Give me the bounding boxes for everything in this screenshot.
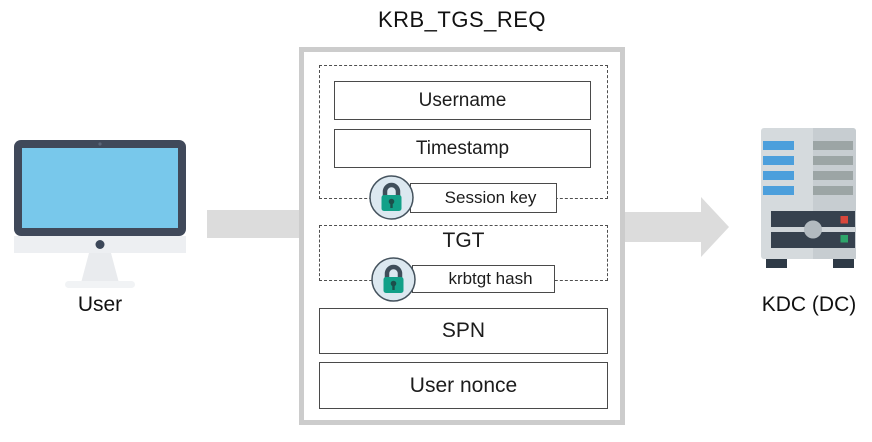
arrow-packet-to-kdc-shaft: [625, 212, 701, 242]
lock-icon: [371, 257, 416, 302]
field-tgt: TGT: [442, 229, 485, 252]
arrow-packet-to-kdc-head: [701, 197, 729, 257]
arrow-user-to-packet: [207, 210, 301, 238]
monitor-icon: [14, 140, 186, 288]
key-label-session-key: Session key: [410, 183, 557, 213]
diagram-title: KRB_TGS_REQ: [377, 7, 547, 32]
field-user-nonce: User nonce: [319, 362, 608, 409]
field-timestamp: Timestamp: [334, 129, 591, 168]
user-node-label: User: [77, 293, 123, 316]
kdc-node-label: KDC (DC): [761, 293, 857, 316]
key-label-krbtgt-hash: krbtgt hash: [412, 265, 555, 293]
field-spn: SPN: [319, 308, 608, 354]
lock-icon: [369, 175, 414, 220]
field-username: Username: [334, 81, 591, 120]
server-icon: [761, 128, 856, 268]
